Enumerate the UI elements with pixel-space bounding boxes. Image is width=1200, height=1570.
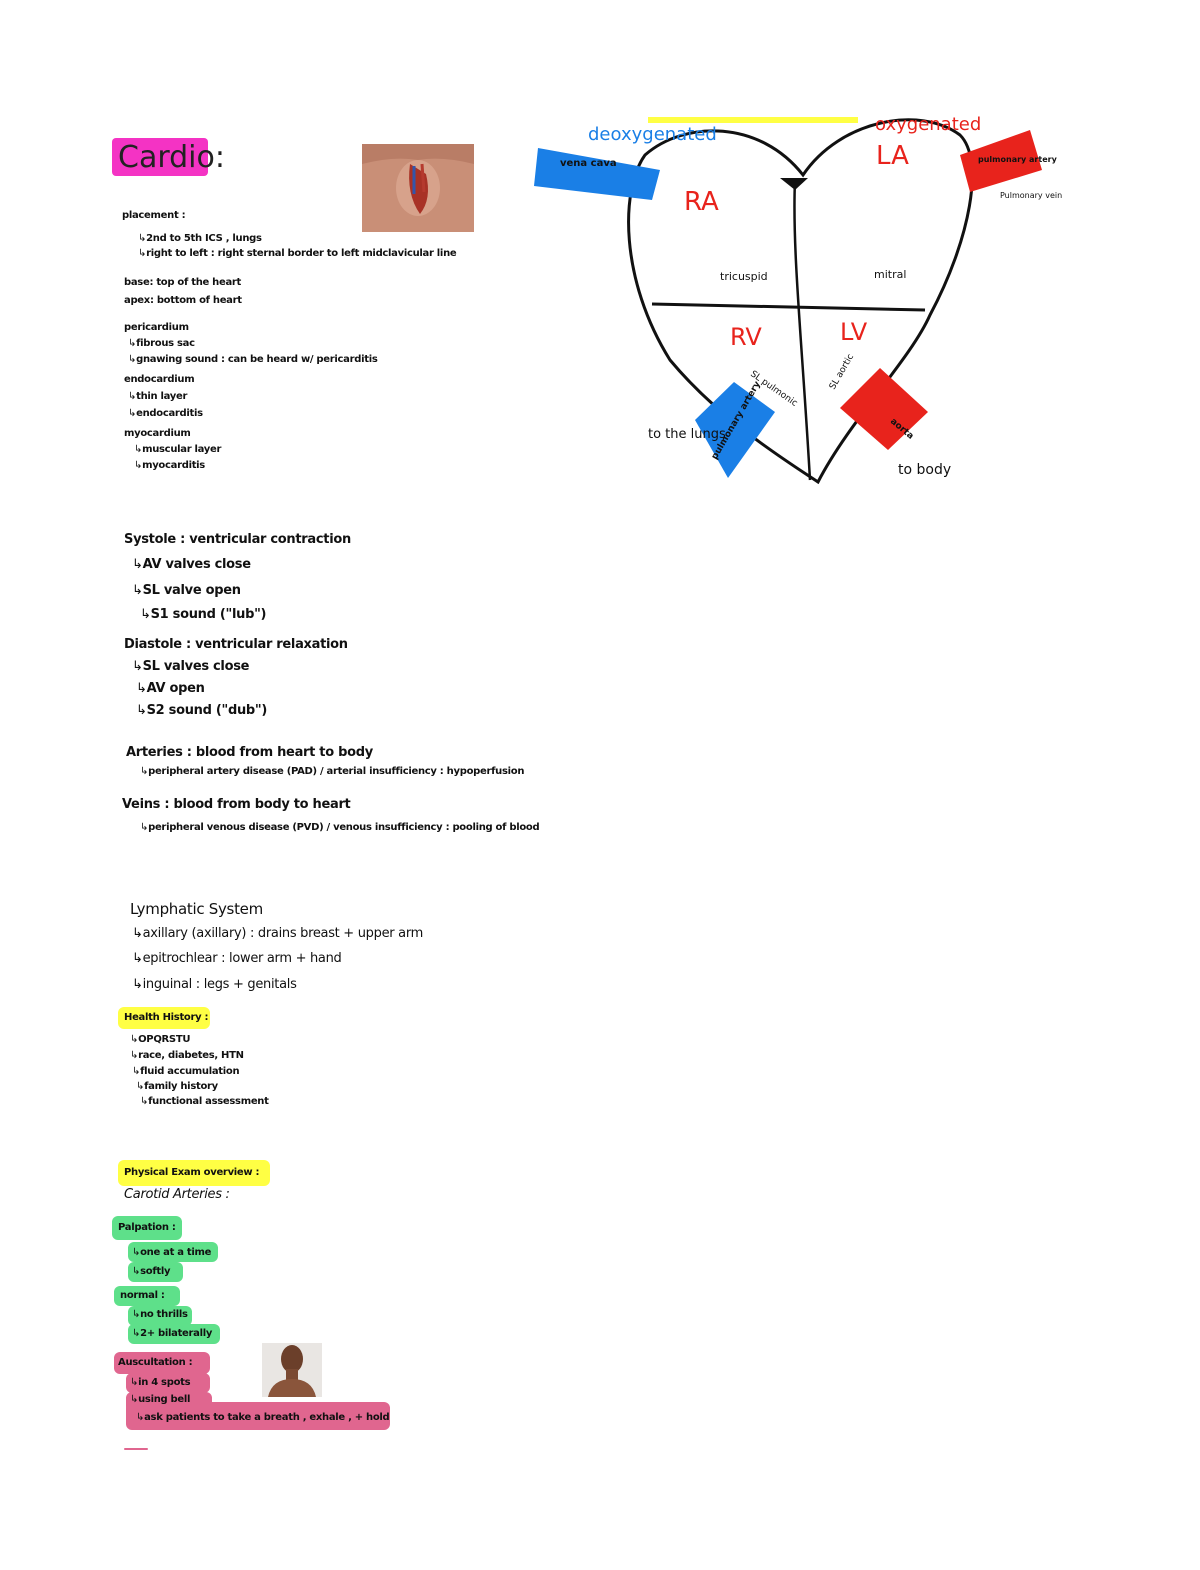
rose-mark <box>124 1448 148 1450</box>
note-history-title: Health History : <box>124 1012 209 1023</box>
label-pulmonary-vein: Pulmonary vein <box>1000 191 1062 200</box>
note-diastole-b: AV open <box>136 681 205 696</box>
note-placement: placement : <box>122 210 186 221</box>
note-endocardium-b: endocarditis <box>128 408 203 419</box>
note-palpation-a: one at a time <box>132 1247 211 1258</box>
note-exam-subtitle: Carotid Arteries : <box>124 1187 230 1202</box>
label-pulmonary-artery-top: pulmonary artery <box>978 155 1058 164</box>
vena-cava-shape <box>534 148 660 200</box>
note-diastole-a: SL valves close <box>132 659 250 674</box>
note-lymph-a: axillary (axillary) : drains breast + up… <box>132 926 424 941</box>
note-palpation: Palpation : <box>118 1222 176 1233</box>
note-pericardium-a: fibrous sac <box>128 338 195 349</box>
note-veins: Veins : blood from body to heart <box>122 797 351 812</box>
title-highlight <box>112 138 208 176</box>
note-myocardium-b: myocarditis <box>134 460 205 471</box>
health-history-highlight <box>118 1007 210 1029</box>
label-to-lungs: to the lungs <box>648 427 726 442</box>
note-exam-title: Physical Exam overview : <box>124 1167 260 1178</box>
note-history-b: race, diabetes, HTN <box>130 1050 244 1061</box>
label-vena-cava: vena cava <box>560 158 617 169</box>
note-normal-b: 2+ bilaterally <box>132 1328 212 1339</box>
label-rv: RV <box>730 323 762 351</box>
patient-neck-image <box>262 1343 322 1397</box>
note-diastole: Diastole : ventricular relaxation <box>124 637 348 652</box>
note-pericardium-b: gnawing sound : can be heard w/ pericard… <box>128 354 378 365</box>
pulmonary-artery-shape <box>695 382 775 478</box>
label-ra: RA <box>684 187 719 217</box>
note-myocardium: myocardium <box>124 428 191 439</box>
note-myocardium-a: muscular layer <box>134 444 221 455</box>
heart-diagram: deoxygenated oxygenated vena cava pulmon… <box>534 114 1062 485</box>
note-base: base: top of the heart <box>124 277 242 288</box>
note-arteries-a: peripheral artery disease (PAD) / arteri… <box>140 766 524 777</box>
normal-highlight-1 <box>114 1286 180 1306</box>
label-aortic: SL aortic <box>828 352 856 391</box>
note-apex: apex: bottom of heart <box>124 295 242 306</box>
aorta-shape <box>840 368 928 450</box>
note-normal-a: no thrills <box>132 1309 188 1320</box>
label-la: LA <box>876 141 909 171</box>
note-history-e: functional assessment <box>140 1096 269 1107</box>
page-title: Cardio: <box>118 140 225 175</box>
note-history-a: OPQRSTU <box>130 1034 190 1045</box>
pulmonary-vein-shape <box>960 130 1042 192</box>
note-placement-b: right to left : right sternal border to … <box>138 248 457 259</box>
valve-line <box>651 302 926 312</box>
note-auscultation-b: using bell <box>130 1394 190 1405</box>
note-systole-c: S1 sound ("lub") <box>140 607 267 622</box>
note-arteries: Arteries : blood from heart to body <box>126 745 373 760</box>
note-auscultation-a: in 4 spots <box>130 1377 190 1388</box>
septum-top <box>780 178 808 190</box>
note-systole: Systole : ventricular contraction <box>124 532 351 547</box>
label-tricuspid: tricuspid <box>720 270 768 283</box>
note-pericardium: pericardium <box>124 322 189 333</box>
note-palpation-b: softly <box>132 1266 170 1277</box>
septum <box>793 179 812 481</box>
note-history-d: family history <box>136 1081 218 1092</box>
chest-anatomy-image <box>362 144 474 232</box>
note-auscultation-c: ask patients to take a breath , exhale ,… <box>136 1412 390 1423</box>
note-diastole-c: S2 sound ("dub") <box>136 703 268 718</box>
heart-outline <box>627 118 974 485</box>
label-to-body: to body <box>898 462 951 478</box>
exam-highlight <box>118 1160 270 1186</box>
palpation-highlight-1 <box>112 1216 182 1240</box>
note-history-c: fluid accumulation <box>132 1066 240 1077</box>
label-deoxygenated: deoxygenated <box>588 124 717 145</box>
note-endocardium: endocardium <box>124 374 195 385</box>
note-lymph-title: Lymphatic System <box>130 900 263 918</box>
note-placement-a: 2nd to 5th ICS , lungs <box>138 233 262 244</box>
note-lymph-c: inguinal : legs + genitals <box>132 977 297 992</box>
label-mitral: mitral <box>874 268 906 281</box>
note-systole-a: AV valves close <box>132 557 251 572</box>
note-veins-a: peripheral venous disease (PVD) / venous… <box>140 822 540 833</box>
label-lv: LV <box>840 318 868 346</box>
note-systole-b: SL valve open <box>132 583 241 598</box>
note-normal: normal : <box>120 1290 165 1301</box>
yellow-band <box>648 117 858 123</box>
note-endocardium-a: thin layer <box>128 391 187 402</box>
label-oxygenated: oxygenated <box>875 114 981 135</box>
note-lymph-b: epitrochlear : lower arm + hand <box>132 951 342 966</box>
note-auscultation: Auscultation : <box>118 1357 193 1368</box>
auscultation-highlight-1 <box>114 1352 210 1374</box>
